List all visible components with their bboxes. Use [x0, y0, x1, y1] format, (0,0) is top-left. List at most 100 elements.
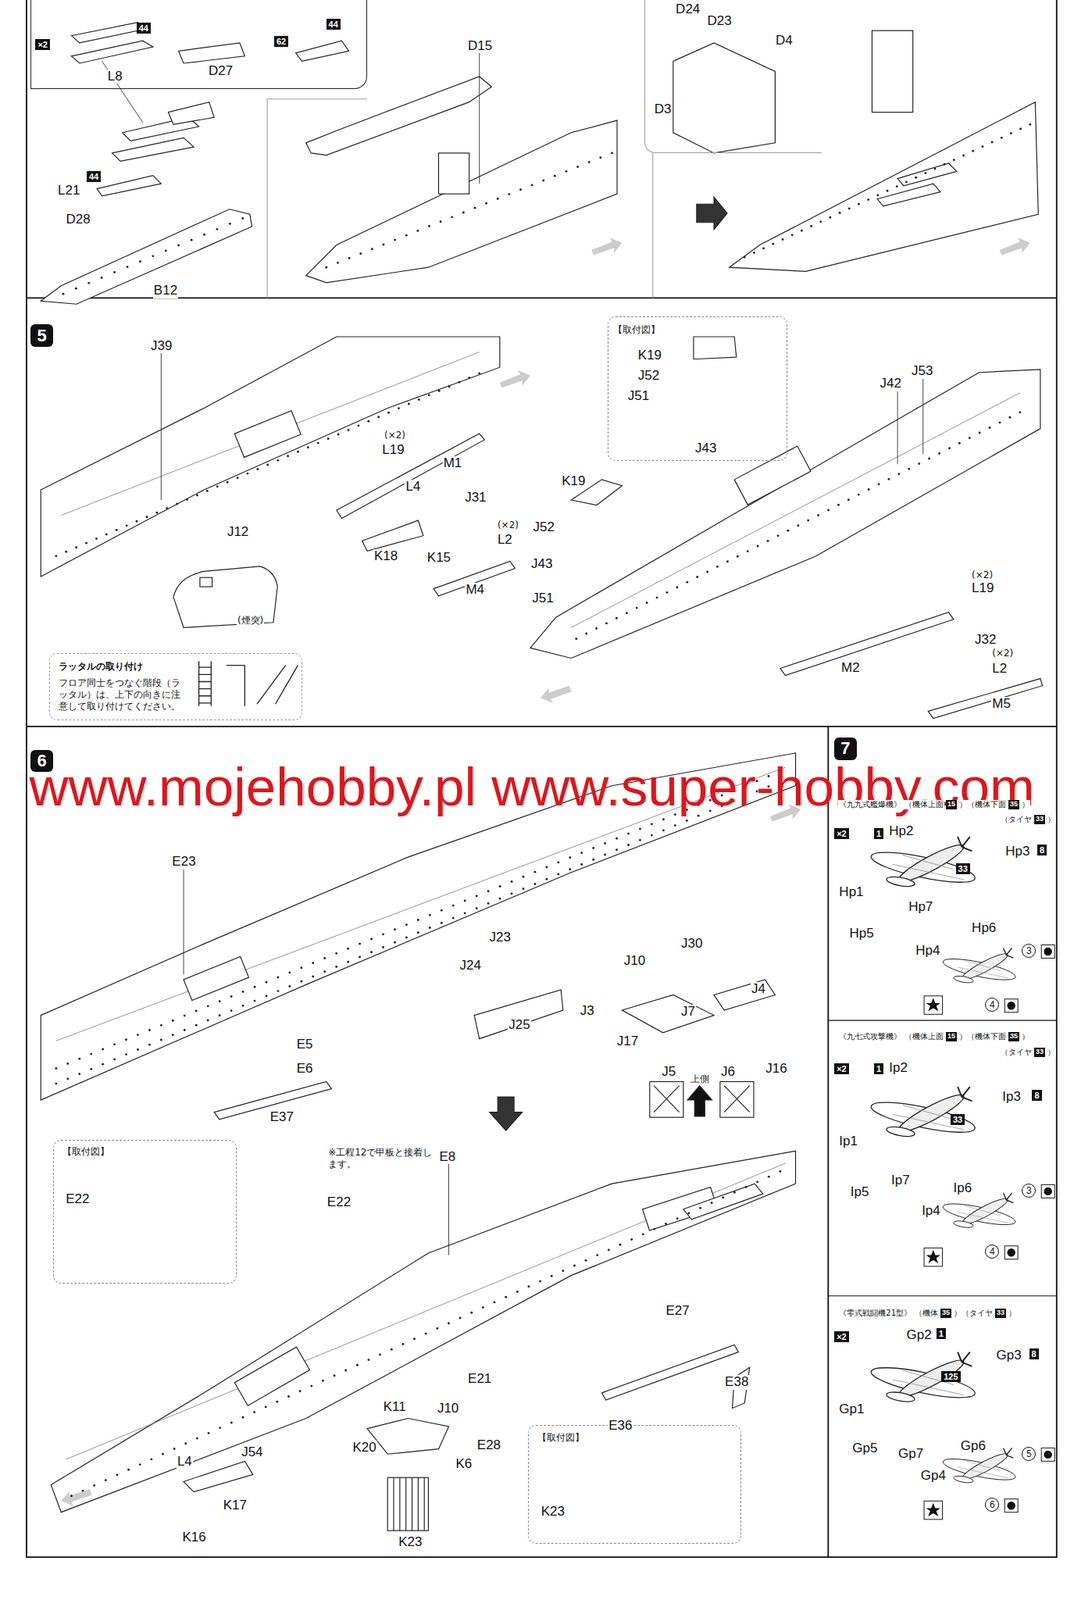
porthole — [958, 442, 961, 445]
porthole — [943, 163, 946, 166]
porthole — [561, 1269, 564, 1272]
part-number: J6 — [720, 1064, 736, 1080]
drawing-stroke — [26, 296, 1057, 299]
drawing-stroke — [1004, 999, 1018, 1013]
small-note: (煙突) — [236, 614, 265, 627]
porthole — [440, 909, 443, 912]
porthole — [139, 260, 142, 263]
step-number: 5 — [36, 327, 47, 345]
porthole — [592, 858, 595, 861]
porthole — [161, 1452, 165, 1456]
porthole — [1028, 123, 1032, 126]
porthole — [413, 1337, 416, 1340]
porthole — [475, 906, 479, 910]
porthole — [877, 482, 881, 486]
porthole — [183, 1014, 186, 1017]
paint-badge: 8 — [1029, 1348, 1039, 1360]
porthole — [545, 866, 548, 869]
decal-number: 3 — [1021, 943, 1036, 958]
porthole — [164, 249, 168, 252]
drawing-stroke — [60, 1488, 92, 1506]
porthole — [507, 192, 511, 196]
drawing-stroke — [877, 183, 941, 207]
porthole — [666, 591, 669, 594]
drawing-stroke — [367, 1418, 449, 1455]
drawing-stroke — [183, 1460, 254, 1492]
porthole — [387, 411, 390, 414]
porthole — [743, 256, 746, 259]
part-number: L19 — [381, 442, 405, 458]
porthole — [54, 554, 58, 557]
part-number: B12 — [153, 283, 179, 299]
porthole — [615, 837, 618, 840]
decal-number: 4 — [984, 1244, 1000, 1259]
porthole — [115, 528, 118, 532]
decal-number: 5 — [1021, 1446, 1036, 1461]
porthole — [627, 832, 630, 835]
part-number: Hp5 — [848, 926, 875, 942]
part-number: L4 — [176, 1454, 193, 1470]
porthole — [662, 817, 665, 821]
porthole — [746, 549, 750, 553]
porthole — [104, 1478, 108, 1481]
porthole — [54, 1082, 58, 1085]
drawing-stroke — [96, 175, 161, 197]
porthole — [595, 627, 598, 630]
leader-lines — [102, 53, 924, 1256]
part-number: J51 — [627, 388, 650, 404]
paint-badge: 33 — [1034, 1047, 1046, 1057]
porthole — [676, 1216, 679, 1220]
porthole — [195, 1024, 198, 1027]
porthole — [687, 1212, 690, 1215]
part-number: Hp7 — [907, 899, 934, 915]
porthole — [533, 882, 536, 885]
porthole — [287, 1395, 290, 1398]
porthole — [74, 545, 78, 549]
drawing-stroke — [199, 660, 212, 706]
porthole — [195, 1009, 198, 1013]
porthole — [327, 437, 330, 440]
part-number: J4 — [750, 981, 767, 997]
part-number: Gp4 — [920, 1468, 947, 1484]
porthole — [568, 867, 571, 871]
part-number: K23 — [540, 1504, 566, 1520]
decal-number: 3 — [1021, 1183, 1036, 1198]
porthole — [367, 1358, 371, 1361]
part-number: E28 — [476, 1437, 502, 1453]
part-number: Hp6 — [970, 920, 997, 936]
porthole — [310, 1384, 313, 1388]
part-number: J10 — [436, 1401, 460, 1417]
porthole — [531, 183, 534, 186]
porthole — [635, 606, 639, 610]
porthole — [447, 1321, 450, 1324]
drawing-stroke — [897, 387, 899, 464]
porthole — [938, 452, 941, 455]
porthole — [603, 853, 607, 857]
porthole — [462, 211, 465, 215]
porthole — [934, 167, 937, 171]
porthole — [82, 1489, 85, 1492]
porthole — [228, 222, 232, 225]
porthole — [370, 938, 373, 941]
part-number: Hp2 — [888, 824, 914, 839]
porthole — [450, 215, 454, 218]
porthole — [545, 877, 548, 881]
part-number: L2 — [991, 661, 1008, 677]
porthole — [510, 892, 514, 895]
porthole — [924, 171, 927, 175]
porthole — [948, 446, 951, 450]
aircraft-heading: （機体 — [913, 1308, 939, 1318]
drawing-stroke — [696, 196, 728, 230]
porthole — [565, 170, 568, 173]
porthole — [116, 1473, 119, 1477]
porthole — [452, 904, 455, 907]
small-note: 【取付図】 — [612, 324, 661, 336]
drawing-stroke — [601, 1344, 739, 1400]
part-number: E22 — [64, 1191, 90, 1207]
porthole — [675, 585, 678, 589]
porthole — [1009, 132, 1013, 135]
porthole — [516, 1290, 519, 1293]
porthole — [148, 1028, 151, 1032]
porthole — [148, 1043, 151, 1046]
paint-badge: 33 — [1034, 814, 1046, 825]
